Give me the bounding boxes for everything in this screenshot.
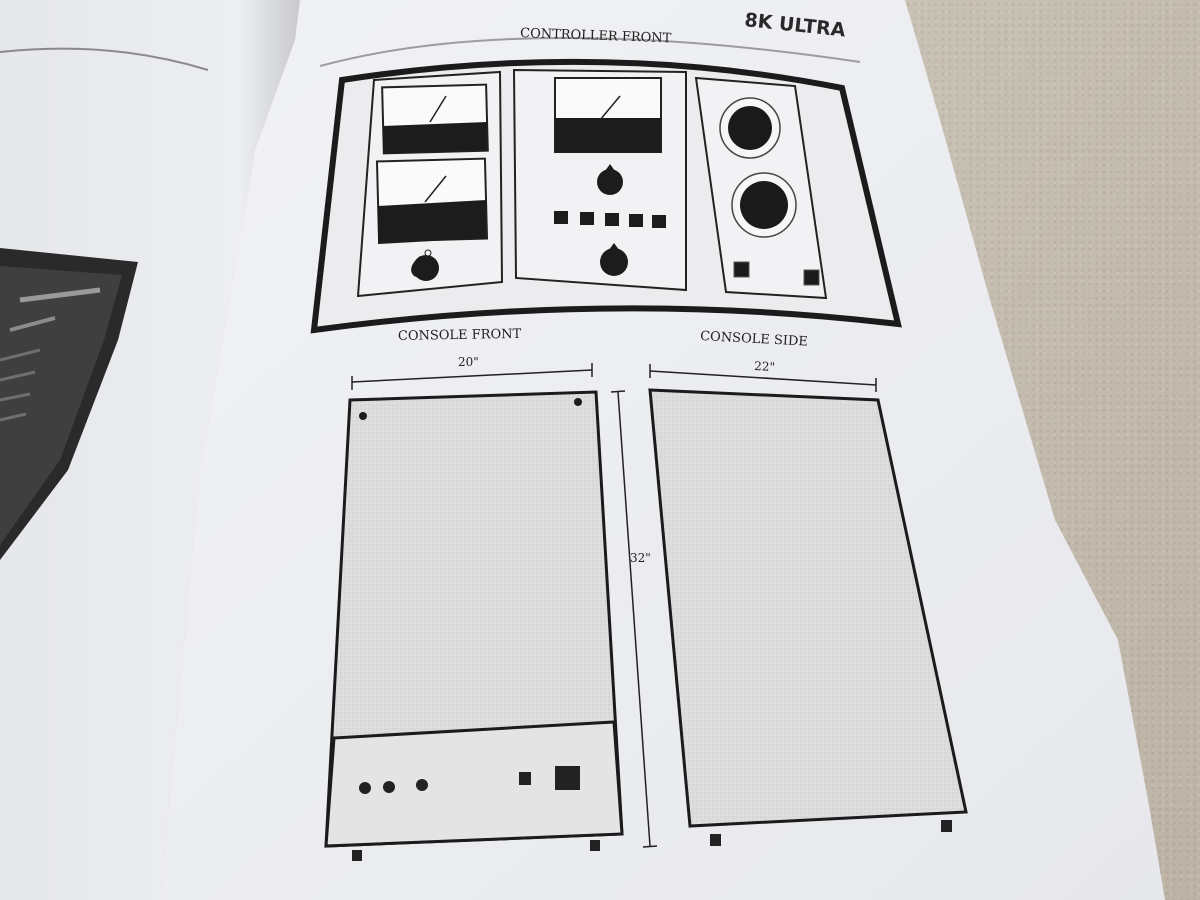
power-button <box>555 766 580 790</box>
knob-icon <box>411 249 439 281</box>
speaker-icon <box>719 97 781 159</box>
left-page <box>0 0 300 900</box>
control-knobs <box>359 779 428 794</box>
knob-icon <box>600 243 628 276</box>
width-dimension-front: 20" <box>351 355 593 390</box>
controller-panel-right <box>694 76 828 300</box>
controller-panel-left <box>356 70 504 298</box>
height-label: 32" <box>630 551 651 565</box>
controller-front-diagram <box>310 58 902 334</box>
knob-icon <box>597 164 623 195</box>
height-dimension: 32" <box>610 390 658 848</box>
switch-icon <box>803 269 820 286</box>
width-dimension-side: 22" <box>649 359 877 392</box>
switch-icon <box>519 772 531 785</box>
controller-front-heading: CONTROLLER FRONT <box>520 26 672 46</box>
switch-icon <box>733 261 750 278</box>
side-width-label: 22" <box>754 359 776 374</box>
console-front-diagram <box>324 390 624 861</box>
controller-panel-center <box>512 68 687 292</box>
console-side-heading: CONSOLE SIDE <box>700 329 808 350</box>
speaker-icon <box>731 172 797 238</box>
front-width-label: 20" <box>458 355 479 369</box>
console-side-diagram <box>648 388 968 846</box>
console-front-heading: CONSOLE FRONT <box>398 327 522 344</box>
button-row <box>554 211 666 228</box>
